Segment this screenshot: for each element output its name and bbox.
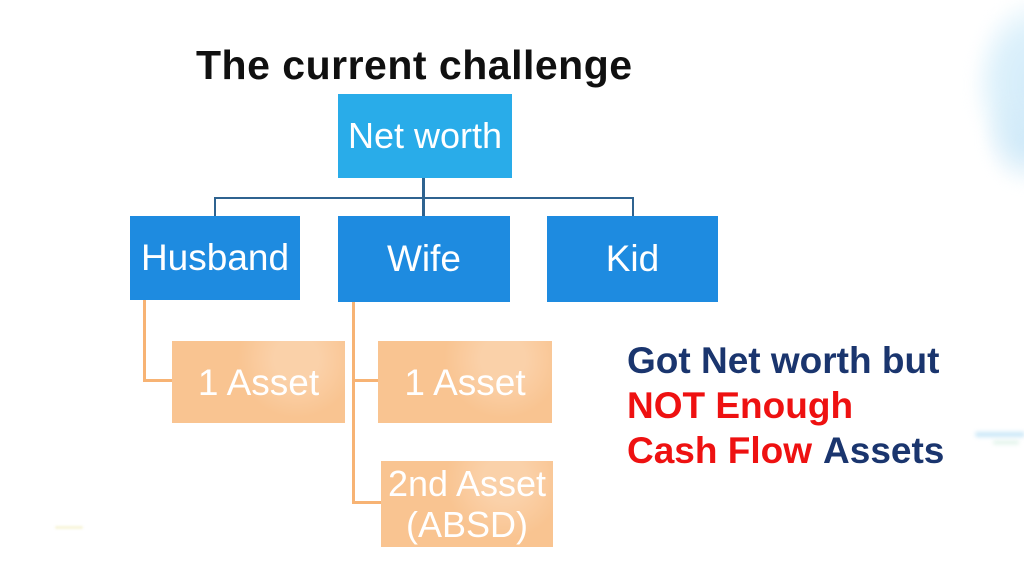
node-wife-asset2: 2nd Asset (ABSD) bbox=[381, 461, 553, 547]
connector-drop-kid bbox=[632, 197, 634, 217]
connector-wife-asset1-horizontal bbox=[352, 379, 379, 382]
node-wife-asset2-label-line1: 2nd Asset bbox=[387, 463, 547, 504]
annotation-line2: NOT Enough bbox=[627, 385, 854, 426]
node-wife: Wife bbox=[338, 216, 510, 302]
slide-title: The current challenge bbox=[196, 42, 633, 88]
connector-husband-asset-horizontal bbox=[143, 379, 173, 382]
node-wife-asset2-label-line2: (ABSD) bbox=[405, 504, 528, 545]
node-wife-label: Wife bbox=[387, 237, 461, 279]
cream-streak-artifact bbox=[55, 526, 83, 529]
node-kid-label: Kid bbox=[605, 237, 660, 279]
node-net-worth-label: Net worth bbox=[347, 115, 503, 157]
annotation-line3-red: Cash Flow bbox=[627, 430, 813, 471]
node-net-worth: Net worth bbox=[338, 94, 512, 178]
connector-wife-asset2-horizontal bbox=[352, 501, 382, 504]
node-wife-asset1-label: 1 Asset bbox=[404, 361, 526, 403]
cloud-watermark bbox=[935, 0, 1024, 200]
annotation-line1: Got Net worth but bbox=[627, 340, 940, 381]
connector-wife-assets-vertical bbox=[352, 302, 355, 504]
node-kid: Kid bbox=[547, 216, 718, 302]
connector-husband-asset-vertical bbox=[143, 300, 146, 382]
connector-drop-husband bbox=[214, 197, 216, 217]
node-wife-asset1: 1 Asset bbox=[378, 341, 552, 423]
node-husband-label: Husband bbox=[140, 236, 290, 278]
annotation-line3-dark: Assets bbox=[823, 430, 945, 471]
node-husband-asset-label: 1 Asset bbox=[197, 361, 320, 403]
connector-horizontal-bar bbox=[214, 197, 634, 199]
node-husband: Husband bbox=[130, 216, 300, 300]
node-husband-asset: 1 Asset bbox=[172, 341, 345, 423]
green-streak-artifact bbox=[993, 441, 1019, 444]
cloud-watermark-inner bbox=[950, 80, 1024, 200]
